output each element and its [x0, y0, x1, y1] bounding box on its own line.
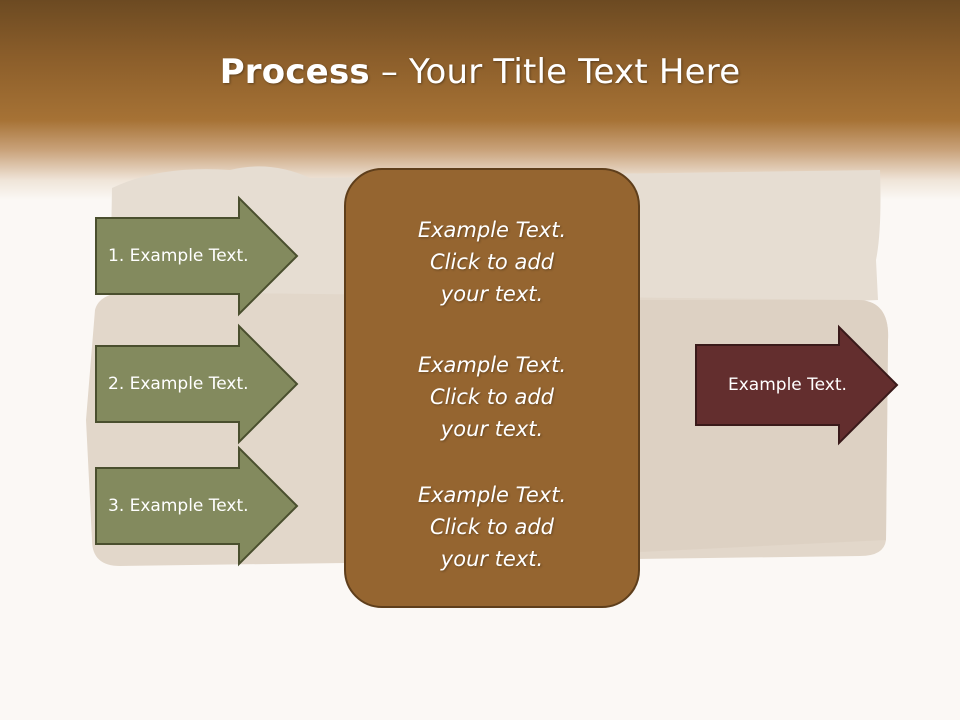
step-arrow-2[interactable]: 2. Example Text. [95, 323, 299, 445]
arrow-shape [95, 195, 299, 317]
step-arrow-1[interactable]: 1. Example Text. [95, 195, 299, 317]
center-text-line: Example Text. [417, 353, 567, 377]
arrow-shape [695, 324, 899, 446]
arrow-shape [95, 445, 299, 567]
step-label: 2. Example Text. [108, 374, 249, 394]
center-text-line: Click to add [429, 515, 554, 539]
center-text-line: Example Text. [417, 483, 567, 507]
output-label: Example Text. [728, 375, 847, 395]
title-bold-text: Process [219, 52, 370, 92]
center-text-block-1[interactable]: Example Text. Click to add your text. [346, 214, 638, 310]
output-arrow[interactable]: Example Text. [695, 324, 899, 446]
arrow-shape [95, 323, 299, 445]
center-text-line: Click to add [429, 250, 554, 274]
center-text-line: your text. [440, 282, 544, 306]
title-rest-text: – Your Title Text Here [369, 52, 741, 92]
header-band [0, 0, 960, 200]
page-title: Process – Your Title Text Here [0, 52, 960, 92]
center-text-line: your text. [440, 417, 544, 441]
step-arrow-3[interactable]: 3. Example Text. [95, 445, 299, 567]
step-label: 3. Example Text. [108, 496, 249, 516]
center-text-block-2[interactable]: Example Text. Click to add your text. [346, 349, 638, 445]
center-text-block-3[interactable]: Example Text. Click to add your text. [346, 479, 638, 575]
step-label: 1. Example Text. [108, 246, 249, 266]
center-text-line: your text. [440, 547, 544, 571]
center-process-box[interactable]: Example Text. Click to add your text. Ex… [344, 168, 640, 608]
center-text-line: Example Text. [417, 218, 567, 242]
center-text-line: Click to add [429, 385, 554, 409]
